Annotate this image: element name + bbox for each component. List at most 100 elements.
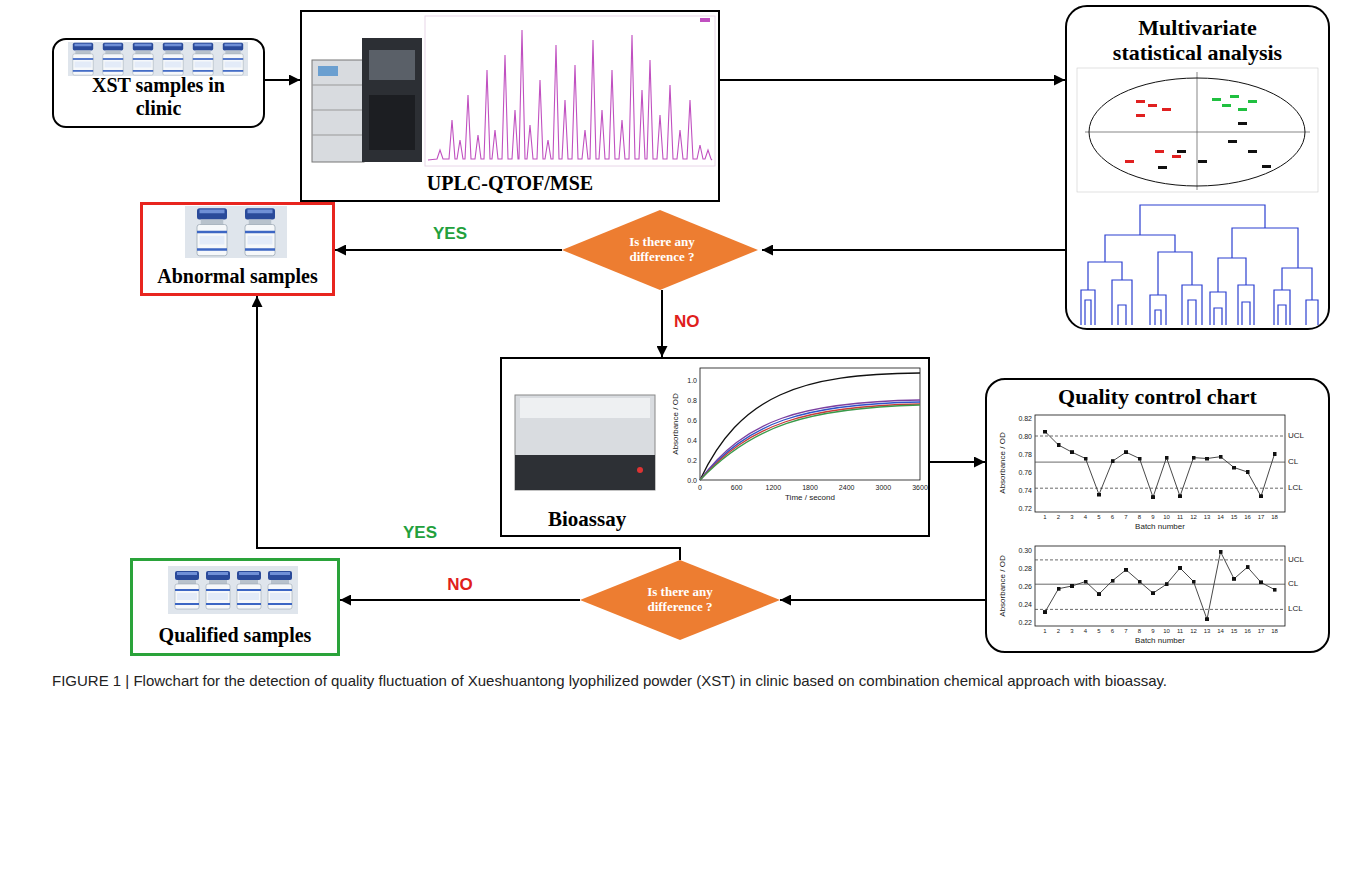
chart-label: 6: [1111, 514, 1114, 520]
chart-label: 15: [1231, 628, 1238, 634]
vial: [197, 208, 227, 256]
chart-label: 13: [1204, 514, 1211, 520]
qualified-box: Qualified samples: [130, 558, 340, 656]
chart-label: 0.6: [687, 417, 697, 424]
chart-label: 12: [1190, 628, 1197, 634]
chart-box: Quality control chart: [985, 378, 1330, 653]
reader-front: [515, 455, 655, 490]
chart-label: 0.0: [687, 477, 697, 484]
plot-frame: [700, 368, 920, 480]
mass-spectrometer: [362, 38, 422, 162]
chart-label: 11: [1177, 628, 1183, 634]
chart-label: 14: [1217, 628, 1224, 634]
curve: [700, 402, 920, 480]
flow-arrow: [720, 79, 1065, 81]
chart-label: 0.82: [1018, 415, 1032, 422]
score-points-black: [1158, 122, 1271, 169]
chart-label: 3: [1070, 628, 1073, 634]
reader-body: [515, 395, 655, 490]
instrument-box: UPLC-QTOF/MSE: [300, 10, 720, 202]
chart-label: 1200: [766, 484, 782, 491]
branch-label: YES: [401, 524, 439, 543]
curve: [700, 373, 920, 480]
box-title: Qualified samples: [159, 624, 312, 647]
chart-label: Batch number: [1135, 523, 1185, 531]
instrument-module: [312, 60, 364, 162]
decision-diamond: Is there any difference ?: [562, 210, 762, 290]
box-title: Bioassay: [548, 507, 626, 531]
chart-label: Absorbance / OD: [999, 555, 1007, 616]
vial: [223, 43, 243, 75]
reader-lid: [520, 398, 650, 418]
branch-label: NO: [445, 576, 475, 595]
chart-label: 12: [1190, 514, 1197, 520]
sample-box: XST samples in clinic: [52, 38, 265, 128]
chart-label: 9: [1151, 628, 1154, 634]
chart-label: 2: [1057, 514, 1060, 520]
chart-label: 18: [1271, 514, 1278, 520]
front-panel: [369, 50, 415, 80]
chromatogram-frame: [425, 16, 715, 166]
chart-label: 8: [1138, 514, 1141, 520]
chart-label: 0: [698, 484, 702, 491]
chart-label: 1800: [802, 484, 818, 491]
plot-frame: [1035, 546, 1285, 626]
plot-axis: [1085, 132, 1310, 133]
uplc-instrument: [312, 38, 422, 162]
chart-label: 6: [1111, 628, 1114, 634]
figure-caption: FIGURE 1 | Flowchart for the detection o…: [52, 670, 1312, 693]
vial: [268, 571, 292, 609]
curve: [700, 405, 920, 480]
photo-ground: [185, 206, 287, 258]
status-light: [637, 467, 643, 473]
cl-line: [1035, 462, 1285, 463]
vial-photo: [68, 42, 248, 76]
chart-label: 4: [1084, 514, 1087, 520]
chart-label: 0.4: [687, 437, 697, 444]
chart-label: 3600: [912, 484, 928, 491]
chart-label: 11: [1177, 514, 1183, 520]
curve: [700, 400, 920, 480]
chart-label: 0.74: [1018, 487, 1032, 494]
flow-arrow: [762, 249, 1065, 251]
branch-label: YES: [431, 225, 469, 244]
diamond-shape: [562, 210, 758, 290]
chart-label: 0.28: [1018, 565, 1032, 572]
batch-series: [1045, 432, 1275, 498]
photo-ground: [168, 566, 298, 614]
chart-label: 14: [1217, 514, 1224, 520]
pca-score-plot: [1077, 68, 1318, 192]
plot-frame: [1077, 68, 1318, 192]
vial: [237, 571, 261, 609]
flow-arrow: [930, 461, 985, 463]
chart-label: 7: [1124, 628, 1127, 634]
chart-label: 5: [1097, 628, 1100, 634]
plot-frame: [1035, 415, 1285, 512]
dendrogram-links: [1081, 205, 1318, 325]
chart-label: 17: [1258, 628, 1265, 634]
dendrogram: [1081, 205, 1318, 325]
vial: [245, 208, 275, 256]
chart-label: 17: [1258, 514, 1265, 520]
ucl-line: [1035, 436, 1285, 437]
display-panel: [318, 66, 338, 76]
chart-label: 600: [731, 484, 743, 491]
control-chart: [1035, 546, 1285, 626]
vial: [206, 571, 230, 609]
vial: [175, 571, 199, 609]
box-title: Quality control chart: [1058, 384, 1257, 409]
chart-label: 2400: [839, 484, 855, 491]
chart-label: 0.22: [1018, 619, 1032, 626]
chart-label: 1.0: [687, 377, 697, 384]
vial: [73, 43, 93, 75]
decision-text: Is there any difference ?: [630, 585, 730, 615]
vial-photo: [168, 566, 298, 614]
batch-series: [1045, 552, 1275, 620]
box-title: UPLC-QTOF/MSE: [427, 172, 593, 195]
chart-label: 16: [1244, 628, 1251, 634]
chart-label: 16: [1244, 514, 1251, 520]
ucl-line: [1035, 559, 1285, 560]
score-points-green: [1212, 95, 1257, 111]
plot-axis: [1197, 72, 1198, 190]
lcl-line: [1035, 609, 1285, 610]
